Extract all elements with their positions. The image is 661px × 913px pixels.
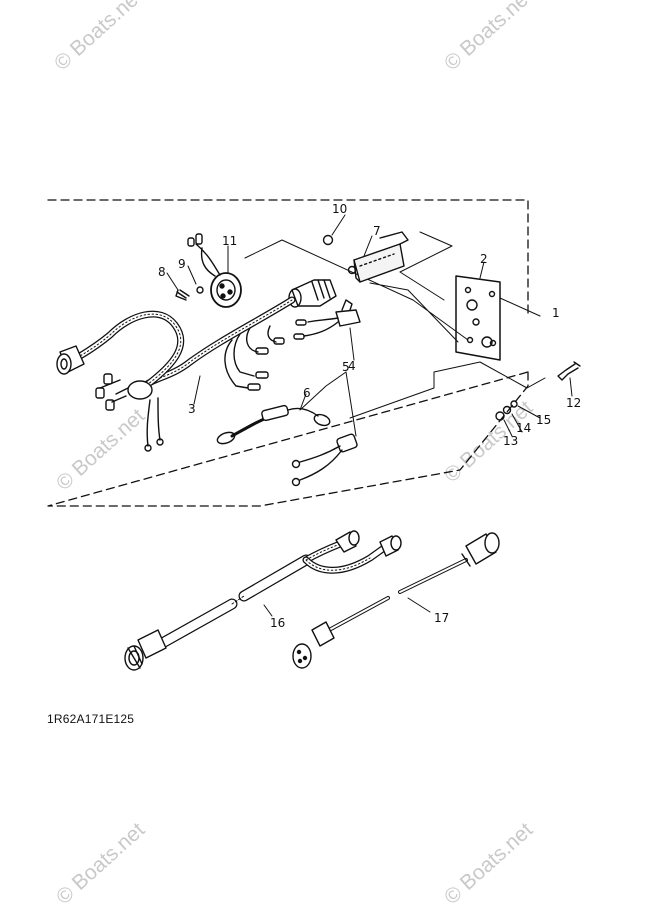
callout-11: 11 [222, 234, 237, 248]
drawing-code: 1R62A171E125 [47, 712, 135, 726]
assembly-boundary [47, 199, 529, 507]
lanyard-clip [216, 404, 331, 445]
callout-5: 5 [342, 360, 350, 374]
toggle-switch [293, 299, 361, 340]
wiring-harness [56, 279, 337, 452]
callout-1: 1 [552, 306, 560, 320]
bolt [557, 361, 581, 381]
meter-unit [187, 233, 242, 308]
screw-and-washer [175, 286, 204, 301]
callout-numbers: 1 2 3 4 5 6 7 8 9 10 11 12 13 14 15 16 1… [158, 202, 581, 630]
callout-10: 10 [332, 202, 347, 216]
callout-13: 13 [503, 434, 518, 448]
washer-a [502, 405, 512, 415]
extension-harness-16 [124, 530, 402, 671]
washer-b [510, 400, 518, 408]
callout-8: 8 [158, 265, 166, 279]
callout-6: 6 [303, 386, 311, 400]
callout-9: 9 [178, 257, 186, 271]
callout-16: 16 [270, 616, 285, 630]
callout-12: 12 [566, 396, 581, 410]
extension-cable-17 [292, 532, 500, 669]
nut-small [495, 411, 505, 421]
callout-17: 17 [434, 611, 449, 625]
mounting-plate [455, 275, 501, 361]
callout-4: 4 [348, 359, 356, 373]
callout-14: 14 [516, 421, 531, 435]
leader-lines [244, 231, 546, 419]
callout-7: 7 [373, 224, 381, 238]
callout-3: 3 [188, 402, 196, 416]
callout-2: 2 [480, 252, 488, 266]
nut [322, 234, 334, 246]
bracket [347, 231, 409, 283]
callout-15: 15 [536, 413, 551, 427]
stop-switch [291, 433, 358, 487]
